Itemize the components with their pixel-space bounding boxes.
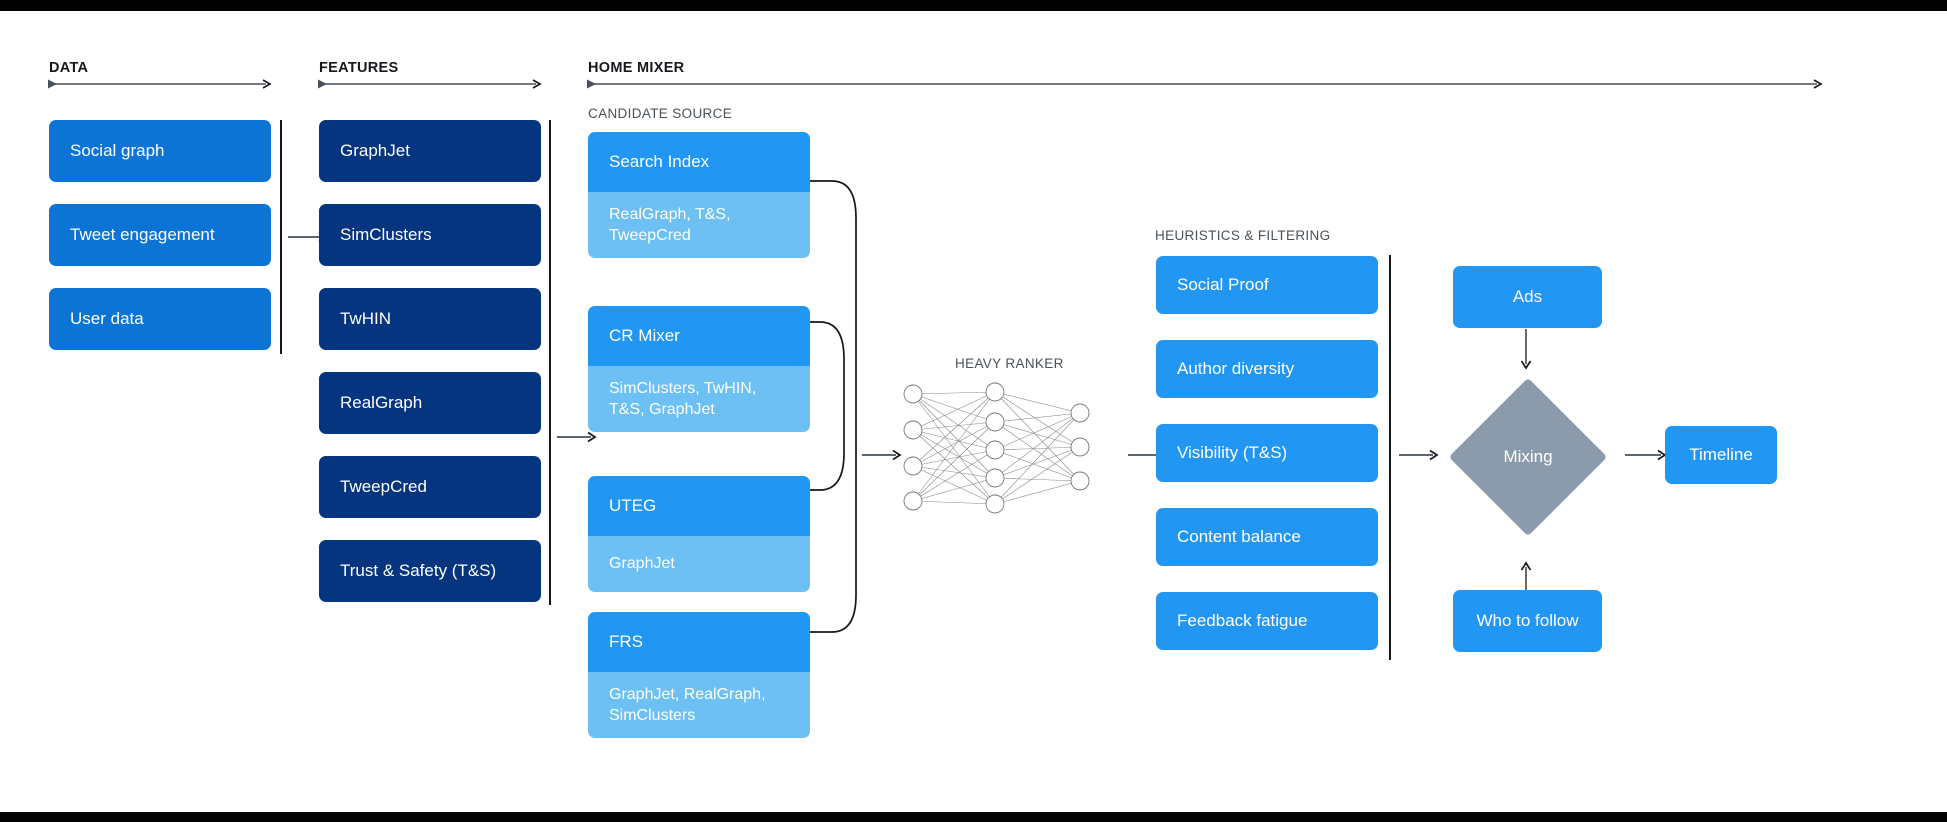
candidate-merge-connectors bbox=[808, 170, 878, 680]
section-label-data: DATA bbox=[49, 60, 89, 76]
data-box-tweet-engagement[interactable]: Tweet engagement bbox=[49, 204, 271, 266]
heuristic-box-author-diversity[interactable]: Author diversity bbox=[1156, 340, 1378, 398]
candidate-source-uteg[interactable]: UTEG GraphJet bbox=[588, 476, 810, 592]
feature-box-simclusters[interactable]: SimClusters bbox=[319, 204, 541, 266]
divider-heuristics-output bbox=[1389, 255, 1391, 660]
arrow-features-to-candidates bbox=[557, 430, 599, 444]
section-label-home-mixer: HOME MIXER bbox=[588, 60, 685, 76]
output-box-timeline[interactable]: Timeline bbox=[1665, 426, 1777, 484]
heuristic-box-social-proof[interactable]: Social Proof bbox=[1156, 256, 1378, 314]
candidate-source-features: GraphJet, RealGraph, SimClusters bbox=[588, 672, 810, 738]
features-header-arrow bbox=[318, 78, 543, 90]
data-box-social-graph[interactable]: Social graph bbox=[49, 120, 271, 182]
arrow-heuristics-to-mixing bbox=[1399, 448, 1441, 462]
candidate-source-cr-mixer[interactable]: CR Mixer SimClusters, TwHIN, T&S, GraphJ… bbox=[588, 306, 810, 432]
arrow-mixing-to-timeline bbox=[1625, 448, 1669, 462]
bottom-letterbox-bar bbox=[0, 812, 1947, 822]
feature-box-twhin[interactable]: TwHIN bbox=[319, 288, 541, 350]
arrow-ads-to-mixing bbox=[1519, 329, 1533, 371]
candidate-source-features: GraphJet bbox=[588, 536, 810, 592]
divider-data-features bbox=[280, 120, 282, 354]
candidate-source-frs[interactable]: FRS GraphJet, RealGraph, SimClusters bbox=[588, 612, 810, 738]
heuristic-box-visibility[interactable]: Visibility (T&S) bbox=[1156, 424, 1378, 482]
feature-box-trust-safety[interactable]: Trust & Safety (T&S) bbox=[319, 540, 541, 602]
output-box-ads[interactable]: Ads bbox=[1453, 266, 1602, 328]
feature-box-tweepcred[interactable]: TweepCred bbox=[319, 456, 541, 518]
feature-box-graphjet[interactable]: GraphJet bbox=[319, 120, 541, 182]
mixing-label: Mixing bbox=[1503, 447, 1553, 466]
feature-box-realgraph[interactable]: RealGraph bbox=[319, 372, 541, 434]
data-box-user-data[interactable]: User data bbox=[49, 288, 271, 350]
top-letterbox-bar bbox=[0, 0, 1947, 11]
candidate-source-features: RealGraph, T&S, TweepCred bbox=[588, 192, 810, 258]
candidate-source-search-index[interactable]: Search Index RealGraph, T&S, TweepCred bbox=[588, 132, 810, 258]
heuristic-box-content-balance[interactable]: Content balance bbox=[1156, 508, 1378, 566]
data-header-arrow bbox=[48, 78, 273, 90]
home-mixer-header-arrow bbox=[587, 78, 1824, 90]
section-label-heuristics: HEURISTICS & FILTERING bbox=[1155, 228, 1331, 243]
section-label-candidate-source: CANDIDATE SOURCE bbox=[588, 106, 733, 121]
section-label-heavy-ranker: HEAVY RANKER bbox=[955, 356, 1064, 371]
divider-features-home-mixer bbox=[549, 120, 551, 605]
output-box-who-to-follow[interactable]: Who to follow bbox=[1453, 590, 1602, 652]
section-label-features: FEATURES bbox=[319, 60, 399, 76]
heuristic-box-feedback-fatigue[interactable]: Feedback fatigue bbox=[1156, 592, 1378, 650]
heavy-ranker-network bbox=[895, 380, 1110, 515]
candidate-source-title: Search Index bbox=[588, 132, 810, 192]
candidate-source-title: UTEG bbox=[588, 476, 810, 536]
candidate-source-title: CR Mixer bbox=[588, 306, 810, 366]
candidate-source-title: FRS bbox=[588, 612, 810, 672]
candidate-source-features: SimClusters, TwHIN, T&S, GraphJet bbox=[588, 366, 810, 432]
